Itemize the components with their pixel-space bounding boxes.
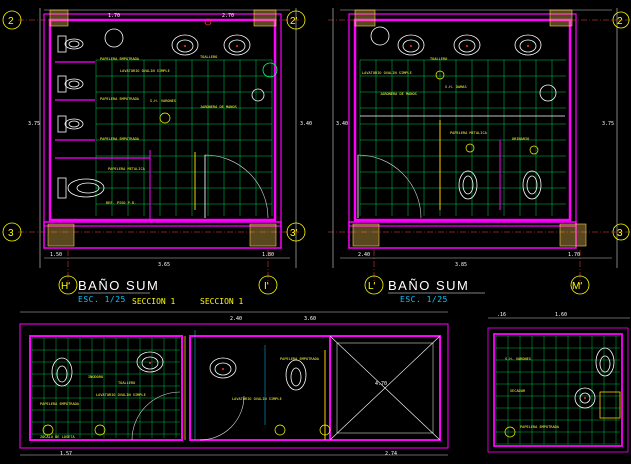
label-lavatorio-left: LAVATORIO OVALIN SIMPLE [120,69,170,73]
dim-bottom-left-1: 1.50 [50,252,62,258]
label-sh-damas: S.H. DAMAS [445,85,467,89]
label-toallero-right: TOALLERO [430,57,447,61]
toilet-stall-1 [57,35,84,53]
sec-label-zocalo: ZOCALO DE LOSETA [40,435,75,439]
dim-strip-3: 2.74 [385,451,397,457]
sink-r2 [453,34,481,56]
small-label-sh: S.H. VARONES [505,357,531,361]
dim-strip-1: 1.57 [60,451,72,457]
dim-bottom-left-2: 3.65 [158,262,170,268]
section-label-b: SECCION 1 [200,297,244,306]
small-section: S.H. VARONES SECADOR PAPELERA EMPOTRADA … [487,312,630,453]
dim-top-left-2: 2.70 [222,13,234,19]
dim-strip-5: 4.70 [375,381,387,387]
svg-text:3: 3 [617,228,623,239]
grid-axis-2: 2 [2,10,22,30]
sink-1 [171,34,199,56]
sec-label-lavatorio-1: LAVATORIO OVALIN SIMPLE [96,393,146,397]
small-dim-2: .16 [497,312,506,318]
small-dim-1: 1.60 [555,312,567,318]
svg-text:2: 2 [617,16,623,27]
svg-text:M': M' [572,281,582,292]
sink-r3 [514,34,542,56]
label-jabonera-left: JABONERA DE MANOS [200,105,237,109]
grid-axis-2-right: 2' [286,10,306,30]
label-jabonera-right: JABONERA DE MANOS [380,92,417,96]
svg-text:3: 3 [8,228,14,239]
sec-toilet-2 [285,359,307,391]
dim-top-left-1: 1.70 [108,13,120,19]
toilet-stall-2 [57,75,84,93]
section-label-a: SECCION 1 [132,297,176,306]
dim-side-left-1: 3.75 [28,121,40,127]
section-elevation: SECCION 1 SECCION 1 LAVA [19,297,449,457]
plan-title-right: BAÑO SUM [388,278,469,293]
label-papelera-2: PAPELERA EMPOTRADA [100,97,140,101]
label-lavatorio-right: LAVATORIO OVALIN SIMPLE [362,71,412,75]
dim-bottom-left-3: 1.80 [262,252,274,258]
grid-axis-i: I' [258,275,278,295]
dim-side-right-1: 3.40 [336,121,348,127]
small-label-papelera: PAPELERA EMPOTRADA [520,425,560,429]
dim-strip-2: 2.40 [230,316,242,322]
grid-axis-2r: 2 [612,11,630,29]
dim-side-right-2: 3.75 [602,121,614,127]
label-urinario: URINARIO [512,137,529,141]
plan-scale-left: ESC. 1/25 [78,295,126,304]
plan-left: PAPELERA EMPOTRADA PAPELERA EMPOTRADA PA… [2,8,312,304]
label-sh-varones: S.H. VARONES [150,99,176,103]
grid-axis-m: M' [570,275,590,295]
dim-side-left-2: 3.40 [300,121,312,127]
sec-sink-1 [136,351,164,373]
sec-label-toallero: TOALLERO [118,381,135,385]
dim-bottom-right-2: 3.85 [455,262,467,268]
sec-label-papelera: PAPELERA EMPOTRADA [40,402,80,406]
sec-sink-2 [209,357,237,379]
plan-scale-right: ESC. 1/25 [400,295,448,304]
floor-tile-grid [95,59,273,216]
label-papelera-3: PAPELERA EMPOTRADA [100,137,140,141]
sink-2 [223,34,251,56]
label-papelera-1: PAPELERA EMPOTRADA [100,57,140,61]
plan-right: LAVATORIO OVALIN SIMPLE TOALLERO S.H. DA… [328,8,630,304]
small-sink [574,387,596,409]
svg-text:L': L' [368,281,376,292]
small-tile-grid [495,335,620,445]
floor-tile-grid-right [359,59,566,216]
small-toilet [595,347,615,377]
grid-axis-3: 3 [2,222,22,242]
svg-text:H': H' [61,281,70,292]
hand-dryer [104,28,265,102]
svg-text:2': 2' [290,16,298,27]
sec-label-inodoro: INODORO [88,375,103,379]
svg-text:I': I' [264,281,269,292]
dim-strip-4: 3.60 [304,316,316,322]
dim-bottom-right-3: 1.70 [568,252,580,258]
label-mampara-left: PAPELERA METALICA [108,167,146,171]
small-label-secador: SECADOR [510,389,526,393]
sec-label-papelera-2: PAPELERA EMPOTRADA [280,357,320,361]
label-toallero-left: TOALLERO [200,55,217,59]
grid-axis-3-right: 3' [286,222,306,242]
grid-axis-3r: 3 [612,223,630,241]
urinal-2 [522,170,542,200]
svg-text:2: 2 [8,16,14,27]
label-mampara-right: PAPELERA METALICA [450,131,488,135]
toilet-stall-3 [57,115,84,133]
label-ref-piso: REF. PISO P.D. [106,201,136,205]
grid-axis-h: H' [58,275,78,295]
sec-label-lavatorio-2: LAVATORIO OVALIN SIMPLE [232,397,282,401]
dim-bottom-right-1: 2.40 [358,252,370,258]
urinal-1 [458,170,478,200]
svg-text:3': 3' [290,228,298,239]
toilet-accessible [57,177,105,199]
sec-toilet-1 [51,357,73,387]
dryer-right [370,26,557,102]
plan-title-left: BAÑO SUM [78,278,159,293]
grid-axis-l: L' [364,275,384,295]
sink-r1 [397,34,425,56]
